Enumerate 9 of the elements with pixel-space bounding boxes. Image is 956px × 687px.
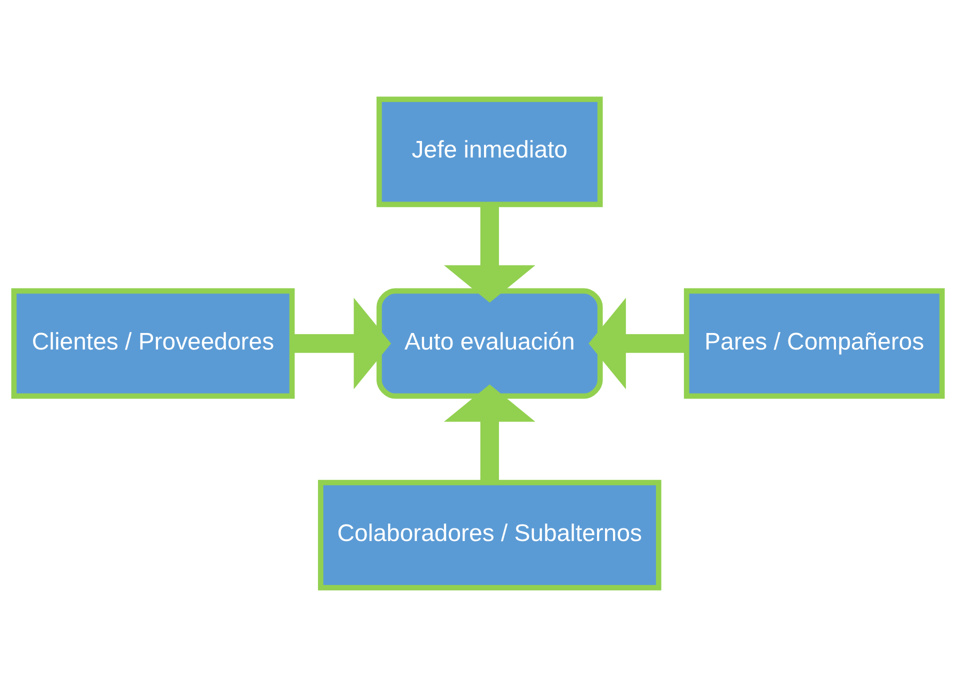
arrow	[292, 298, 392, 390]
node-box: Clientes / Proveedores	[11, 288, 295, 399]
arrow	[444, 384, 536, 482]
node-box: Pares / Compañeros	[684, 288, 945, 399]
arrow	[588, 298, 686, 390]
node-box: Jefe inmediato	[376, 96, 603, 208]
node-box: Colaboradores / Subalternos	[318, 480, 662, 590]
arrow	[444, 204, 536, 303]
node-box: Auto evaluación	[376, 288, 603, 399]
